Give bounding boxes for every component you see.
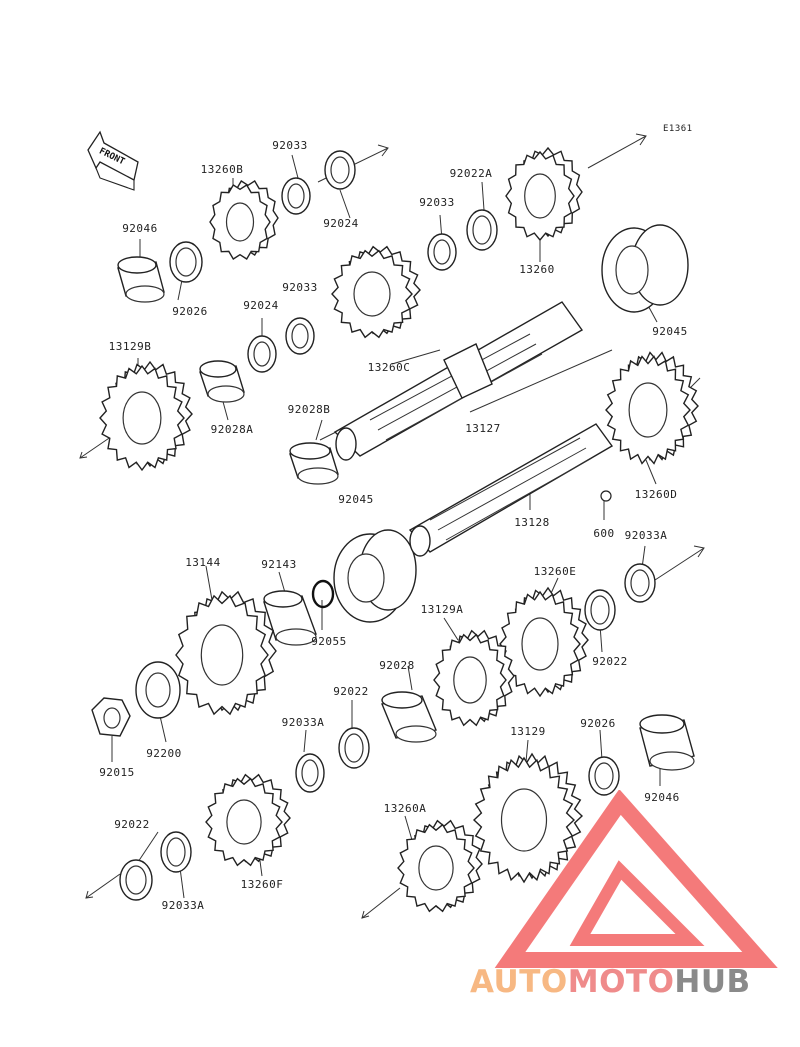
part-label: 92033A [281,716,325,729]
part-label: 92022A [449,167,493,180]
shaft-13128 [408,423,614,557]
washer-92033-left [285,317,315,355]
bushing-92143 [263,590,317,646]
gear-13260E [499,586,589,698]
washer-92022-center [338,727,370,769]
diagram-code: E1361 [663,124,693,134]
part-label: 13129 [510,725,546,738]
part-label: 92024 [243,299,279,312]
gear-13260D [605,351,699,465]
gear-13260C [331,245,421,339]
part-label: 92046 [644,791,680,804]
circlip-92055 [311,579,335,609]
washer-92026-bottom [588,756,620,796]
part-label: 13128 [514,516,550,529]
gear-13260A [397,819,483,913]
part-label: 13260 [519,263,555,276]
bushing-92028 [381,691,437,743]
washer-92033A-center [295,753,325,793]
part-label: 92015 [99,766,135,779]
lockwasher-92200 [135,661,181,719]
washer-92024-mid [247,335,277,373]
part-label: 13144 [185,556,221,569]
washer-92033A-right [624,563,656,603]
part-label: 92045 [338,493,374,506]
washer-92022A [466,209,498,251]
brand-moto: MOTO [567,964,675,1000]
part-label: 13129B [108,340,152,353]
washer-92026-top [169,241,203,283]
part-label: 92022 [114,818,150,831]
gear-13260 [505,146,583,242]
gear-13260B [209,180,279,260]
leader-lines [111,154,661,899]
washer-92024-top [324,150,356,190]
part-label: 92033 [282,281,318,294]
part-label: 13260D [634,488,678,501]
washer-92022-bottom [119,859,153,901]
part-label: 92055 [311,635,347,648]
part-label: 600 [593,527,615,540]
part-label: 13127 [465,422,501,435]
part-label: 92033 [419,196,455,209]
collar-92046-top [117,256,165,303]
part-label: 92033A [624,529,668,542]
part-label: 13260C [367,361,411,374]
washer-92033-mid [427,233,457,271]
gear-13144 [175,590,277,716]
gear-13260F [205,773,291,867]
gear-group [99,146,699,913]
bearing-92045-center [333,529,417,623]
part-label: 92028B [287,403,331,416]
gear-13129A [433,629,515,727]
brand-hub: HUB [674,964,751,1000]
part-label: 13260A [383,802,427,815]
part-label: 92045 [652,325,688,338]
part-label: 92022 [592,655,628,668]
gear-13129 [472,752,584,884]
part-label: 92028A [210,423,254,436]
part-label: 92024 [323,217,359,230]
nut-92015 [91,697,131,737]
washer-92033-top [281,177,311,215]
automotohub-logo-icon [494,790,778,968]
part-label: 13260F [240,878,284,891]
bushing-92028B [289,442,339,485]
part-label: 13260B [200,163,244,176]
part-label: 92026 [172,305,208,318]
gear-13129B [99,360,193,472]
part-label: 92028 [379,659,415,672]
part-label: 92200 [146,747,182,760]
part-label: 92046 [122,222,158,235]
washer-92022-right [584,589,616,631]
front-arrow-icon [87,130,139,191]
part-label: 92033 [272,139,308,152]
part-label: 13129A [420,603,464,616]
part-label: 92033A [161,899,205,912]
washer-92033A-bottom [160,831,192,873]
part-label: 92143 [261,558,297,571]
brand-auto: AUTO [470,964,568,1000]
part-label: 92026 [580,717,616,730]
part-label: 13260E [533,565,577,578]
shaft-13127 [333,301,584,461]
bushing-92028A [199,360,245,403]
part-label: 92022 [333,685,369,698]
bearing-92045-top [601,224,689,313]
automotohub-wordmark: AUTOMOTOHUB [470,962,792,1002]
collar-92046-bottom [639,714,695,771]
